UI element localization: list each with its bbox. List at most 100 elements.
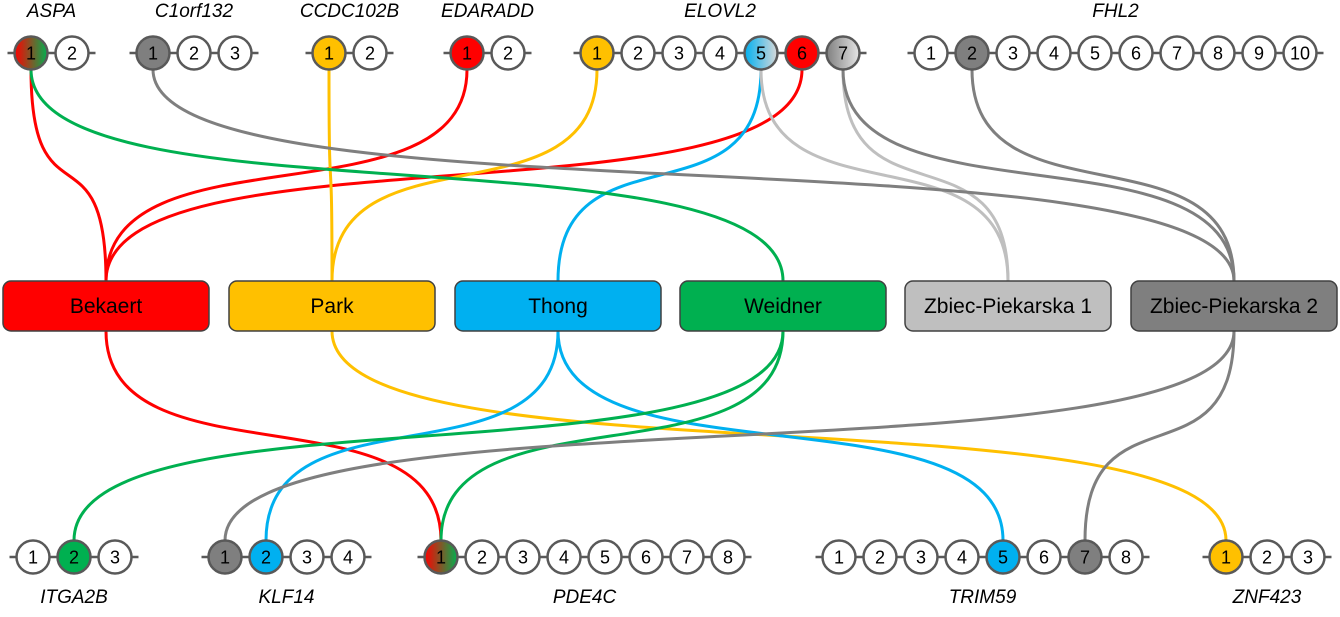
cpg-site-circle (1077, 35, 1113, 71)
cpg-site-number: 2 (1262, 548, 1272, 568)
cpg-site-circle (913, 35, 949, 71)
gene-name-label: FHL2 (1092, 1, 1139, 22)
study-box-rect (228, 280, 436, 332)
cpg-site-number: 6 (797, 44, 807, 64)
cpg-site-number: 7 (1172, 44, 1182, 64)
cpg-site-number: 5 (600, 548, 610, 568)
cpg-site-number: 2 (365, 44, 375, 64)
study-name-label: Weidner (744, 295, 822, 318)
cpg-site-circle (207, 539, 243, 575)
cpg-site-circle (1108, 539, 1144, 575)
link-thong-trim59-5 (556, 330, 1005, 541)
cpg-site-circle (1249, 539, 1285, 575)
link-bekaert-aspa-1 (29, 69, 108, 282)
cpg-site-number: 3 (302, 548, 312, 568)
gene-name-label: ZNF423 (1232, 587, 1302, 608)
cpg-site-number: 2 (477, 548, 487, 568)
study-box-zbiec-piekarska-2: Zbiec-Piekarska 2 (1130, 280, 1338, 332)
cpg-site-number: 8 (1213, 44, 1223, 64)
cpg-site-number: 3 (230, 44, 240, 64)
cpg-site-number: 2 (967, 44, 977, 64)
cpg-site-number: 1 (324, 44, 334, 64)
study-box-rect (454, 280, 662, 332)
cpg-site-circle (903, 539, 939, 575)
cpg-site-circle (995, 35, 1031, 71)
cpg-site-number: 2 (261, 548, 271, 568)
study-name-label: Zbiec-Piekarska 1 (924, 295, 1092, 318)
cpg-site-number: 3 (1008, 44, 1018, 64)
study-box-rect (2, 280, 210, 332)
study-name-label: Thong (528, 295, 588, 318)
link-weidner-itga2b-2 (72, 330, 785, 541)
study-box-rect (1130, 280, 1338, 332)
link-bekaert-elovl2-6 (104, 69, 804, 282)
link-zbiec-piekarska-1-elovl2-5 (759, 69, 1010, 282)
cpg-site-number: 1 (148, 44, 158, 64)
cpg-site-circle (1208, 539, 1244, 575)
cpg-site-number: 4 (957, 548, 967, 568)
cpg-site-number: 8 (1121, 548, 1131, 568)
gene-name-label: TRIM59 (949, 587, 1017, 608)
cpg-site-number: 2 (67, 44, 77, 64)
cpg-site-number: 1 (926, 44, 936, 64)
cpg-site-number: 4 (343, 548, 353, 568)
cpg-site-circle (1118, 35, 1154, 71)
cpg-site-circle (1290, 539, 1326, 575)
link-zbiec-piekarska-2-c1orf132-1 (151, 69, 1236, 282)
cpg-site-number: 7 (682, 548, 692, 568)
cpg-site-circle (13, 35, 49, 71)
cpg-site-circle (710, 539, 746, 575)
cpg-site-number: 7 (1080, 548, 1090, 568)
link-weidner-aspa-1 (29, 69, 785, 282)
cpg-site-circle (985, 539, 1021, 575)
link-park-ccdc102b-1 (327, 69, 334, 282)
cpg-site-circle (1200, 35, 1236, 71)
cpg-site-circle (352, 35, 388, 71)
cpg-site-circle (954, 35, 990, 71)
cpg-site-circle (423, 539, 459, 575)
cpg-site-circle (784, 35, 820, 71)
cpg-site-number: 1 (28, 548, 38, 568)
cpg-site-circle (587, 539, 623, 575)
cpg-site-circle (289, 539, 325, 575)
cpg-site-number: 1 (834, 548, 844, 568)
cpg-site-number: 1 (462, 44, 472, 64)
cpg-site-circle (620, 35, 656, 71)
cpg-site-circle (248, 539, 284, 575)
link-curves (29, 69, 1236, 541)
cpg-site-circle (862, 539, 898, 575)
study-box-zbiec-piekarska-1: Zbiec-Piekarska 1 (904, 280, 1112, 332)
gene-edaradd: EDARADD 1 2 (441, 1, 534, 71)
cpg-site-circle (1241, 35, 1277, 71)
gene-name-label: ASPA (26, 1, 76, 22)
cpg-site-number: 1 (220, 548, 230, 568)
cpg-site-number: 8 (723, 548, 733, 568)
cpg-site-circle (490, 35, 526, 71)
link-zbiec-piekarska-2-trim59-7 (1083, 330, 1236, 541)
gene-name-label: EDARADD (441, 1, 534, 22)
study-box-rect (679, 280, 887, 332)
cpg-site-number: 2 (875, 548, 885, 568)
link-bekaert-pde4c-1 (104, 330, 443, 541)
cpg-site-circle (135, 35, 171, 71)
cpg-site-circle (628, 539, 664, 575)
gene-name-label: ITGA2B (40, 587, 108, 608)
cpg-site-circle (97, 539, 133, 575)
cpg-site-number: 3 (916, 548, 926, 568)
cpg-site-circle (546, 539, 582, 575)
cpg-site-number: 6 (1131, 44, 1141, 64)
cpg-site-number: 2 (503, 44, 513, 64)
cpg-site-number: 3 (110, 548, 120, 568)
cpg-site-circle (54, 35, 90, 71)
cpg-site-circle (1026, 539, 1062, 575)
cpg-site-number: 5 (756, 44, 766, 64)
gene-name-label: ELOVL2 (684, 1, 756, 22)
cpg-site-number: 1 (436, 548, 446, 568)
